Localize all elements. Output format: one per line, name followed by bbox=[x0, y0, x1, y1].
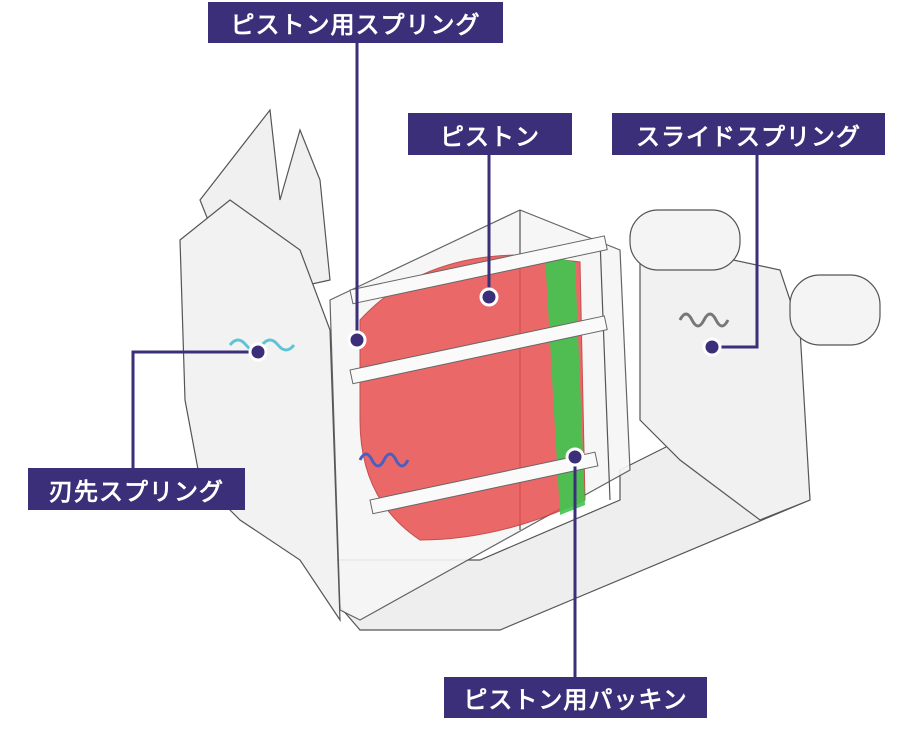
lower-shaft bbox=[789, 274, 881, 346]
tie-rod bbox=[349, 235, 608, 305]
label-slide-spring: スライドスプリング bbox=[612, 113, 885, 155]
slide-spring bbox=[678, 312, 730, 328]
label-piston-packing: ピストン用パッキン bbox=[444, 677, 707, 718]
leader-slide-spring bbox=[712, 155, 759, 349]
label-piston-spring: ピストン用スプリング bbox=[208, 2, 503, 43]
tie-rod bbox=[349, 315, 608, 385]
upper-shaft bbox=[629, 209, 741, 271]
marker-dot bbox=[248, 342, 268, 362]
piston-spring bbox=[358, 452, 410, 468]
marker-dot bbox=[702, 337, 722, 357]
marker-dot bbox=[479, 287, 499, 307]
right-bracket bbox=[639, 239, 811, 521]
front-frame bbox=[179, 199, 341, 623]
label-blade-spring: 刃先スプリング bbox=[28, 468, 245, 510]
marker-dot bbox=[565, 447, 585, 467]
leader-blade-spring bbox=[131, 350, 258, 468]
tie-rod bbox=[369, 451, 599, 515]
label-piston: ピストン bbox=[408, 113, 572, 155]
marker-dot bbox=[347, 330, 367, 350]
